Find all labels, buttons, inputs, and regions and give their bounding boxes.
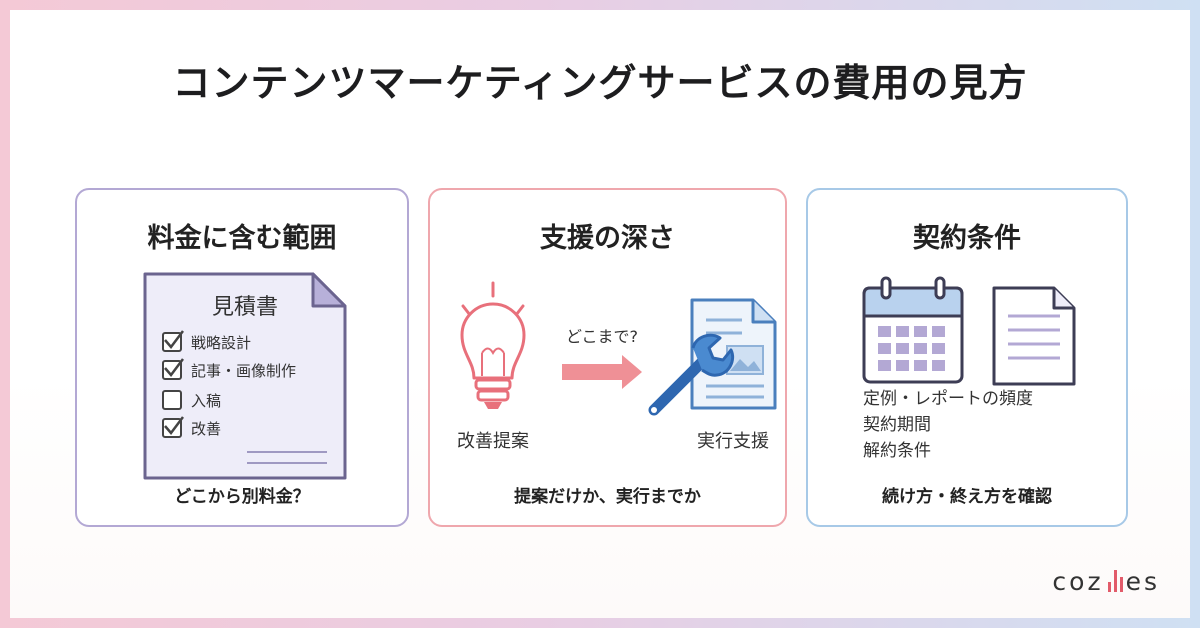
page-canvas: コンテンツマーケティングサービスの費用の見方 料金に含む範囲 [10,10,1190,618]
document-wrench-icon [648,298,777,416]
calendar-icon [862,276,964,384]
checklist-item-content: 記事・画像制作 [191,362,296,380]
card-title: 支援の深さ [540,223,675,254]
checkbox-unchecked-icon [162,390,182,410]
checklist-item-posting: 入稿 [191,392,221,410]
right-label: 実行支援 [697,431,769,452]
terms-list: 定例・レポートの頻度 契約期間 解約条件 [863,386,1033,464]
lightbulb-icon [460,281,526,409]
logo-text-suffix: es [1125,567,1160,596]
checklist-item-improvement: 改善 [191,420,221,438]
contract-illustration [862,276,1076,386]
arrow-label: どこまで? [566,327,638,346]
arrow-right-icon [562,355,642,389]
logo-bars-icon [1106,570,1124,592]
estimate-document-icon: 見積書 戦略設計 記事・画像制作 入稿 改善 [143,272,347,480]
page-title: コンテンツマーケティングサービスの費用の見方 [172,61,1028,105]
checkbox-checked-icon [162,358,184,380]
term-item: 契約期間 [863,415,931,435]
checkbox-checked-icon [162,330,184,352]
term-item: 定例・レポートの頻度 [863,389,1033,409]
checklist-item-strategy: 戦略設計 [191,334,251,352]
card-title: 料金に含む範囲 [147,223,337,254]
card-support-depth: 支援の深さ [428,188,787,527]
checkbox-checked-icon [162,416,184,438]
card-contract-terms: 契約条件 [806,188,1128,527]
card-title: 契約条件 [913,223,1021,254]
left-label: 改善提案 [457,431,529,452]
logo-text-prefix: coz [1052,567,1104,596]
card-caption: 提案だけか、実行までか [514,487,701,507]
card-pricing-scope: 料金に含む範囲 [75,188,409,527]
card-caption: 続け方・終え方を確認 [882,487,1052,507]
card-caption: どこから別料金？ [174,487,310,507]
support-depth-illustration: どこまで? 改善提案 実行支援 [457,281,777,452]
term-item: 解約条件 [863,441,931,461]
document-title: 見積書 [212,295,278,320]
document-icon [992,286,1076,386]
